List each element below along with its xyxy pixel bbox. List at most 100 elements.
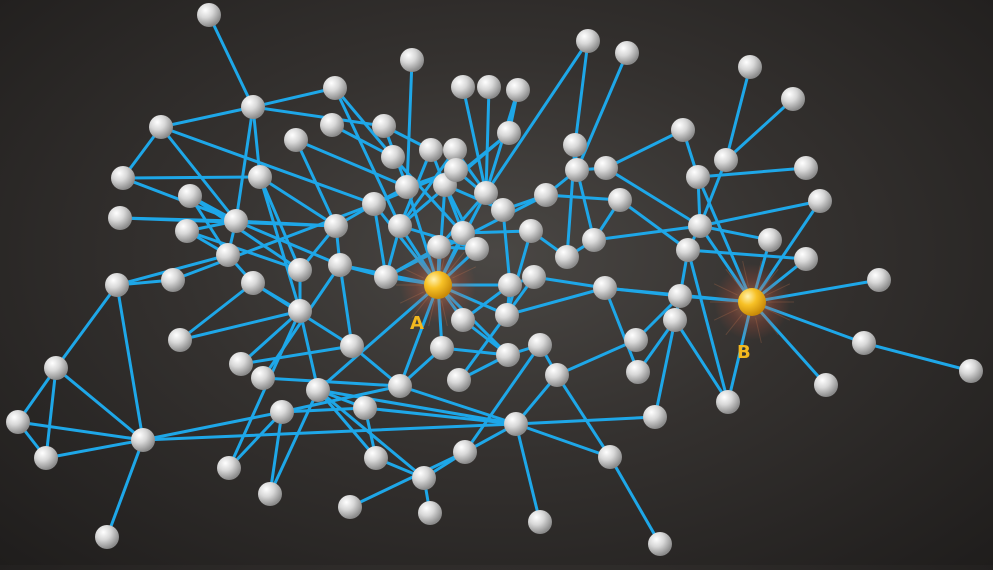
edge-n37-n70: [604, 166, 702, 228]
edge-n13-n30: [294, 138, 338, 228]
node-n95: [258, 482, 282, 506]
node-n36: [565, 158, 589, 182]
hub-b-ray: [766, 283, 791, 296]
edge-n6-n46: [188, 194, 302, 272]
node-n94: [270, 400, 294, 424]
node-n20: [576, 29, 600, 53]
node-n58: [496, 343, 520, 367]
node-n41: [519, 219, 543, 243]
node-n90: [418, 501, 442, 525]
edge-n98-n100: [44, 366, 58, 460]
node-n97: [131, 428, 155, 452]
node-n35: [563, 133, 587, 157]
node-n26: [395, 175, 419, 199]
node-n88: [453, 440, 477, 464]
node-n1: [197, 3, 221, 27]
node-n44: [374, 265, 398, 289]
edge-n20-n35: [573, 39, 590, 147]
node-n25: [381, 145, 405, 169]
edge-n97-n100: [44, 438, 145, 460]
node-n84: [716, 390, 740, 414]
node-n9: [216, 243, 240, 267]
hub-b-ray: [713, 283, 738, 296]
hub-b-ray: [761, 268, 779, 290]
edge-n94-n54: [280, 384, 402, 414]
node-n38: [608, 188, 632, 212]
edge-n97-n101: [105, 438, 145, 539]
hub-a-ray: [452, 291, 477, 304]
node-n46: [288, 258, 312, 282]
node-n29: [362, 192, 386, 216]
node-n104: [320, 113, 344, 137]
hub-node-a: [424, 271, 452, 299]
edge-n48-n53: [298, 309, 320, 392]
edge-n20-n28: [484, 39, 590, 195]
node-n92: [353, 396, 377, 420]
node-n37: [594, 156, 618, 180]
node-n6: [178, 184, 202, 208]
edge-n77-n70: [698, 199, 822, 228]
node-n30: [324, 214, 348, 238]
hub-a-ray: [399, 291, 424, 304]
edge-n76-n69: [696, 166, 808, 179]
node-n68: [714, 148, 738, 172]
edge-n4-n12: [121, 175, 262, 180]
edge-n10-n97: [115, 283, 145, 442]
edge-n33-n61: [501, 208, 512, 287]
edge-n48-n49: [178, 309, 302, 342]
edge-n91-n53: [316, 388, 378, 460]
edge-n53-n89: [316, 388, 426, 480]
edge-n3-n8: [159, 125, 238, 223]
edge-n92-n94: [280, 406, 367, 414]
edge-n24-n31: [398, 148, 457, 228]
node-n100: [34, 446, 58, 470]
hub-a-ray: [447, 251, 465, 273]
hub-b-ray: [755, 260, 762, 287]
edge-n2-n15: [251, 105, 386, 128]
hub-b-ray: [761, 314, 779, 336]
node-n91: [364, 446, 388, 470]
node-n71: [676, 238, 700, 262]
node-n101: [95, 525, 119, 549]
node-n23: [419, 138, 443, 162]
edge-n18-n28: [484, 85, 491, 195]
node-n51: [251, 366, 275, 390]
edge-n50-n48: [239, 309, 302, 366]
node-n103: [648, 532, 672, 556]
edge-n17-n28: [461, 85, 488, 195]
node-n50: [229, 352, 253, 376]
hub-a-ray: [399, 266, 424, 279]
edge-n51-n54: [261, 376, 402, 388]
node-n99: [6, 410, 30, 434]
edge-n97-n87: [141, 422, 518, 442]
node-n75: [781, 87, 805, 111]
node-n16: [400, 48, 424, 72]
node-n22: [497, 121, 521, 145]
hub-b-label: B: [737, 342, 752, 363]
edge-n12-n48: [258, 175, 302, 313]
hub-b-ray: [766, 308, 791, 321]
edge-n97-n98: [54, 366, 145, 442]
node-n19: [506, 78, 530, 102]
edge-n94-n97: [141, 410, 284, 442]
edge-n94-n96: [227, 410, 284, 470]
node-n77: [808, 189, 832, 213]
node-n79: [794, 247, 818, 271]
node-n14: [323, 76, 347, 100]
hub-a-ray: [441, 300, 448, 327]
node-n57: [447, 368, 471, 392]
node-n54: [388, 374, 412, 398]
edge-n57-n62: [457, 275, 536, 382]
node-n74: [738, 55, 762, 79]
edge-n2-n14: [251, 86, 337, 109]
node-n31: [388, 214, 412, 238]
edge-n68-n74: [724, 65, 752, 162]
node-n32: [451, 221, 475, 245]
node-n59: [528, 333, 552, 357]
edge-n2-n3: [159, 105, 255, 129]
hub-a-ray: [452, 266, 477, 279]
edge-n86-n87: [514, 422, 612, 459]
node-n63: [593, 276, 617, 300]
node-n52: [340, 334, 364, 358]
